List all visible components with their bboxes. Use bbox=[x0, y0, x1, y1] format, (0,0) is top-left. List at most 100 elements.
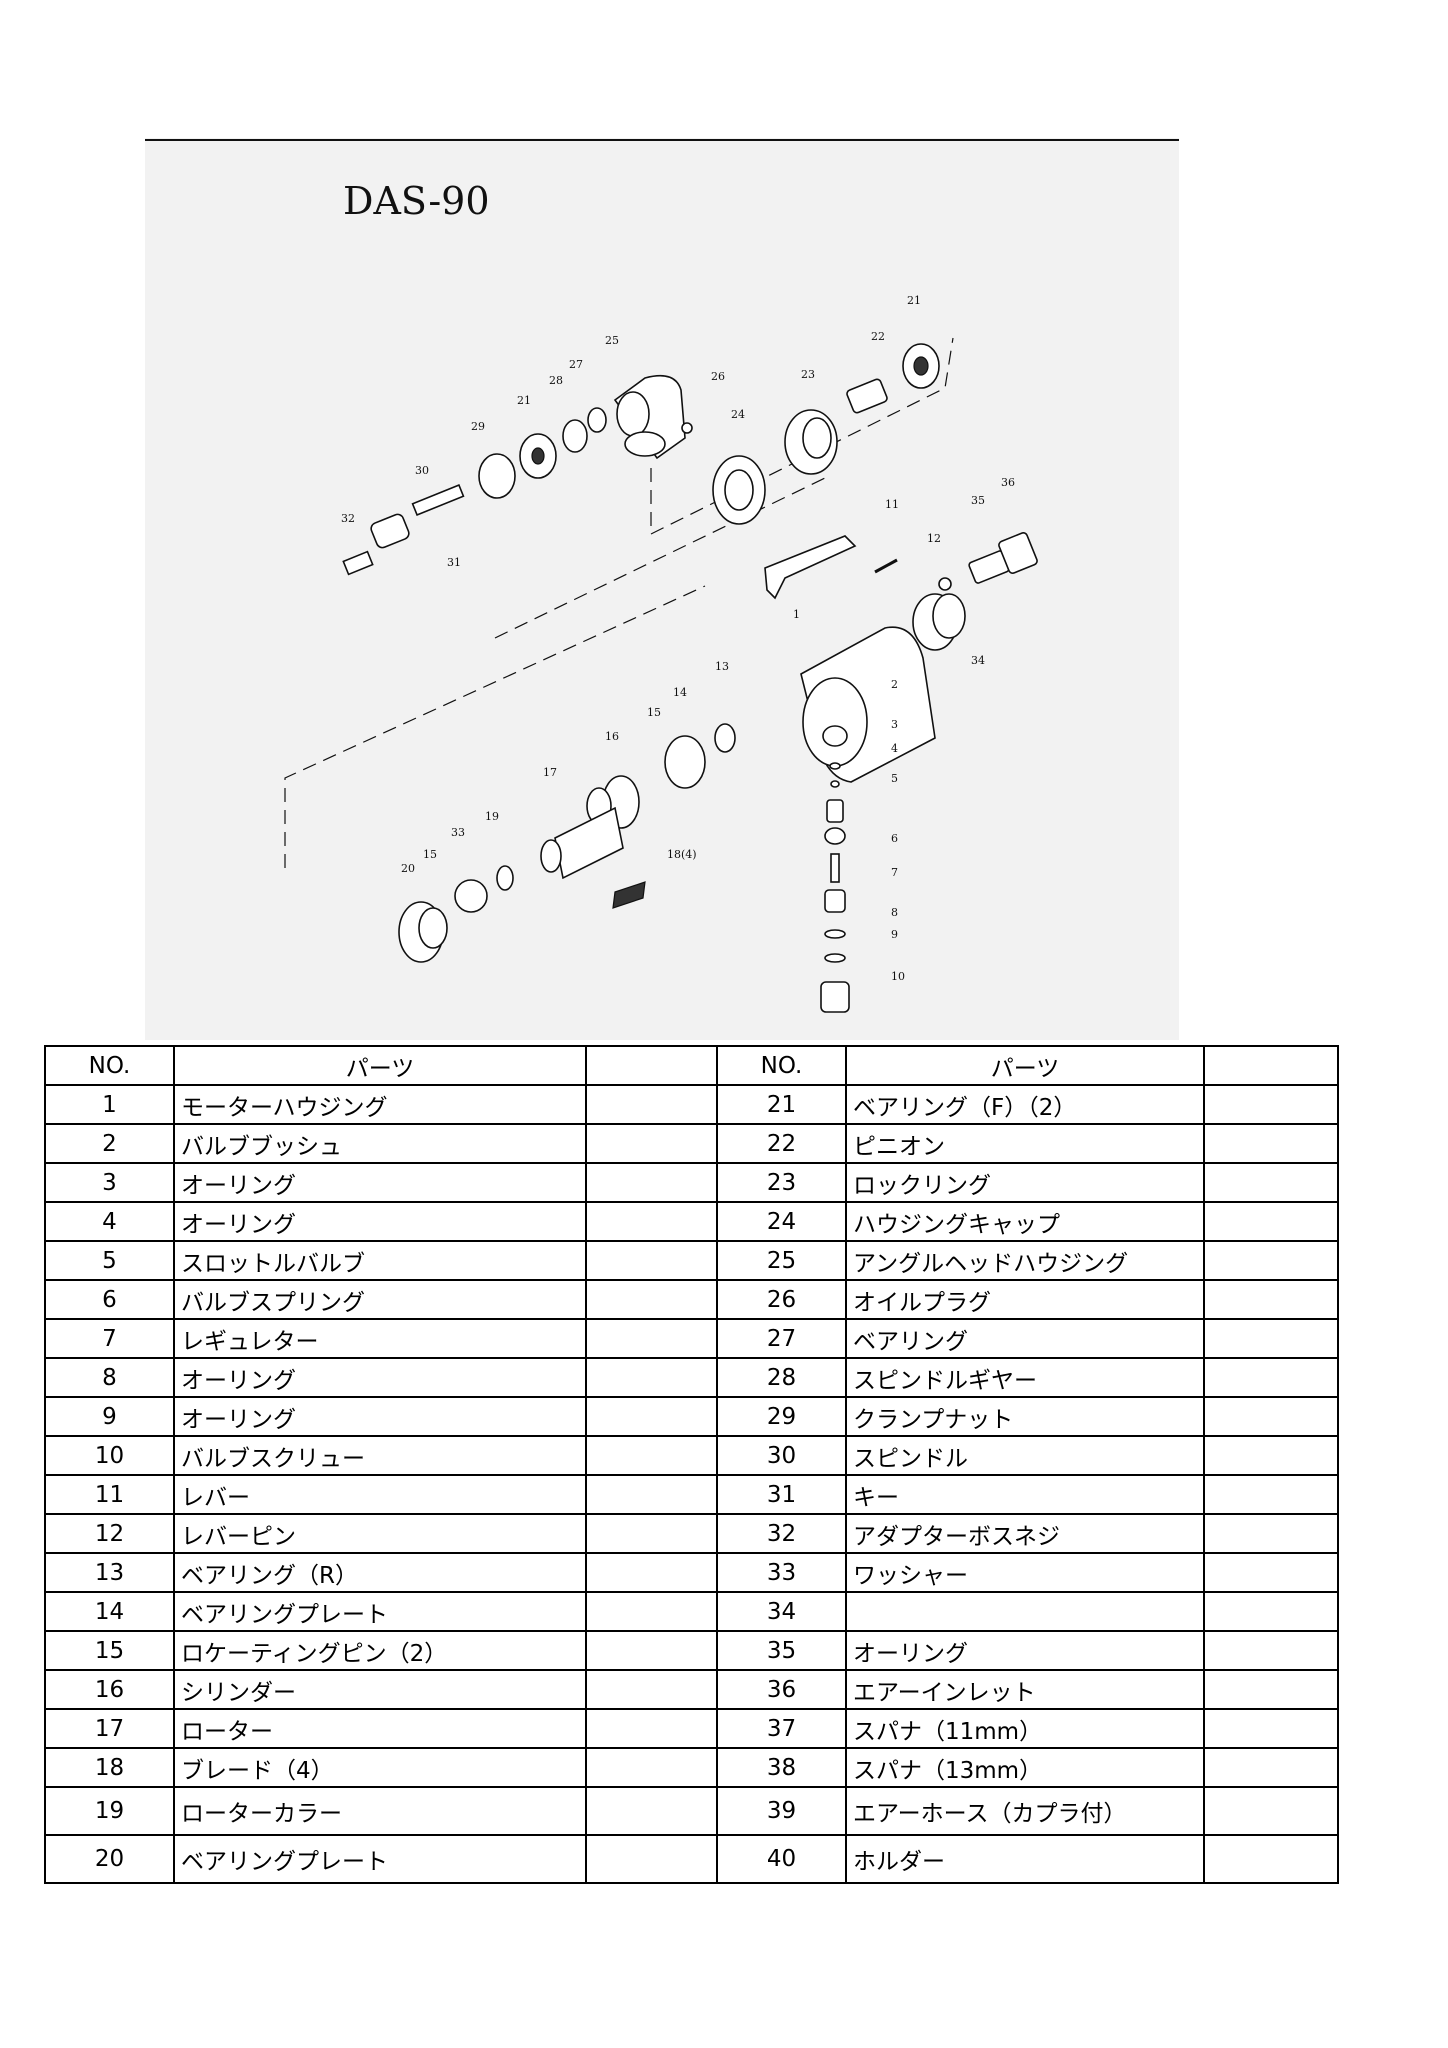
blank-cell bbox=[585, 1240, 718, 1281]
svg-text:29: 29 bbox=[471, 420, 485, 433]
svg-text:6: 6 bbox=[891, 832, 898, 845]
blank-cell bbox=[1203, 1318, 1339, 1359]
valve-assembly bbox=[820, 725, 850, 1013]
header-parts-right: パーツ bbox=[845, 1045, 1205, 1086]
svg-text:21: 21 bbox=[517, 394, 531, 407]
part-number: 2 bbox=[44, 1123, 175, 1164]
svg-text:15: 15 bbox=[647, 706, 661, 719]
part-number: 34 bbox=[716, 1591, 847, 1632]
part-name: ホルダー bbox=[845, 1834, 1205, 1884]
part-number: 13 bbox=[44, 1552, 175, 1593]
part-name: レギュレター bbox=[173, 1318, 587, 1359]
part-number: 30 bbox=[716, 1435, 847, 1476]
blank-cell bbox=[1203, 1513, 1339, 1554]
model-title: DAS-90 bbox=[343, 179, 490, 223]
part-name: アングルヘッドハウジング bbox=[845, 1240, 1205, 1281]
svg-text:32: 32 bbox=[341, 512, 355, 525]
blank-cell bbox=[585, 1513, 718, 1554]
motor-housing-assembly bbox=[764, 532, 1038, 783]
part-name: スパナ（11mm） bbox=[845, 1708, 1205, 1749]
part-name: スパナ（13mm） bbox=[845, 1747, 1205, 1788]
part-number: 25 bbox=[716, 1240, 847, 1281]
svg-text:1: 1 bbox=[793, 608, 800, 621]
motor-assembly bbox=[398, 723, 736, 963]
part-number: 3 bbox=[44, 1162, 175, 1203]
part-number: 7 bbox=[44, 1318, 175, 1359]
part-number: 1 bbox=[44, 1084, 175, 1125]
part-name: シリンダー bbox=[173, 1669, 587, 1710]
svg-text:20: 20 bbox=[401, 862, 415, 875]
part-name: オーリング bbox=[845, 1630, 1205, 1671]
blank-cell bbox=[585, 1630, 718, 1671]
blank-cell bbox=[1203, 1240, 1339, 1281]
svg-text:23: 23 bbox=[801, 368, 815, 381]
part-number: 16 bbox=[44, 1669, 175, 1710]
blank-cell bbox=[1203, 1747, 1339, 1788]
part-number-labels: 1 2 3 4 5 6 7 8 9 10 11 12 13 14 15 15 1… bbox=[341, 294, 1015, 983]
svg-text:33: 33 bbox=[451, 826, 465, 839]
part-name: クランプナット bbox=[845, 1396, 1205, 1437]
part-number: 15 bbox=[44, 1630, 175, 1671]
part-name: ブレード（4） bbox=[173, 1747, 587, 1788]
part-number: 37 bbox=[716, 1708, 847, 1749]
svg-text:31: 31 bbox=[447, 556, 461, 569]
svg-text:13: 13 bbox=[715, 660, 729, 673]
blank-cell bbox=[1203, 1435, 1339, 1476]
header-no-right: NO. bbox=[716, 1045, 847, 1086]
svg-text:35: 35 bbox=[971, 494, 985, 507]
blank-cell bbox=[585, 1357, 718, 1398]
part-number: 8 bbox=[44, 1357, 175, 1398]
part-name: ハウジングキャップ bbox=[845, 1201, 1205, 1242]
part-name: オーリング bbox=[173, 1201, 587, 1242]
blank-cell bbox=[1203, 1669, 1339, 1710]
part-name: レバー bbox=[173, 1474, 587, 1515]
svg-text:28: 28 bbox=[549, 374, 563, 387]
part-name: スピンドルギヤー bbox=[845, 1357, 1205, 1398]
part-name: ローターカラー bbox=[173, 1786, 587, 1836]
part-number: 39 bbox=[716, 1786, 847, 1836]
part-number: 36 bbox=[716, 1669, 847, 1710]
blank-cell bbox=[1203, 1591, 1339, 1632]
svg-text:4: 4 bbox=[891, 742, 898, 755]
part-name: ロケーティングピン（2） bbox=[173, 1630, 587, 1671]
blank-cell bbox=[1203, 1279, 1339, 1320]
part-name: アダプターボスネジ bbox=[845, 1513, 1205, 1554]
blank-cell bbox=[1203, 1123, 1339, 1164]
part-number: 38 bbox=[716, 1747, 847, 1788]
blank-cell bbox=[585, 1318, 718, 1359]
blank-cell bbox=[585, 1435, 718, 1476]
blank-cell bbox=[1203, 1162, 1339, 1203]
part-number: 21 bbox=[716, 1084, 847, 1125]
svg-text:15: 15 bbox=[423, 848, 437, 861]
part-name: スロットルバルブ bbox=[173, 1240, 587, 1281]
blank-cell bbox=[1203, 1201, 1339, 1242]
part-number: 10 bbox=[44, 1435, 175, 1476]
svg-text:30: 30 bbox=[415, 464, 429, 477]
part-number: 6 bbox=[44, 1279, 175, 1320]
part-number: 29 bbox=[716, 1396, 847, 1437]
svg-text:34: 34 bbox=[971, 654, 985, 667]
part-number: 23 bbox=[716, 1162, 847, 1203]
part-number: 26 bbox=[716, 1279, 847, 1320]
svg-text:11: 11 bbox=[885, 498, 899, 511]
part-number: 32 bbox=[716, 1513, 847, 1554]
svg-text:8: 8 bbox=[891, 906, 898, 919]
svg-text:36: 36 bbox=[1001, 476, 1015, 489]
part-number: 33 bbox=[716, 1552, 847, 1593]
part-number: 11 bbox=[44, 1474, 175, 1515]
header-blank-right bbox=[1203, 1045, 1339, 1086]
spindle-assembly bbox=[342, 343, 940, 576]
